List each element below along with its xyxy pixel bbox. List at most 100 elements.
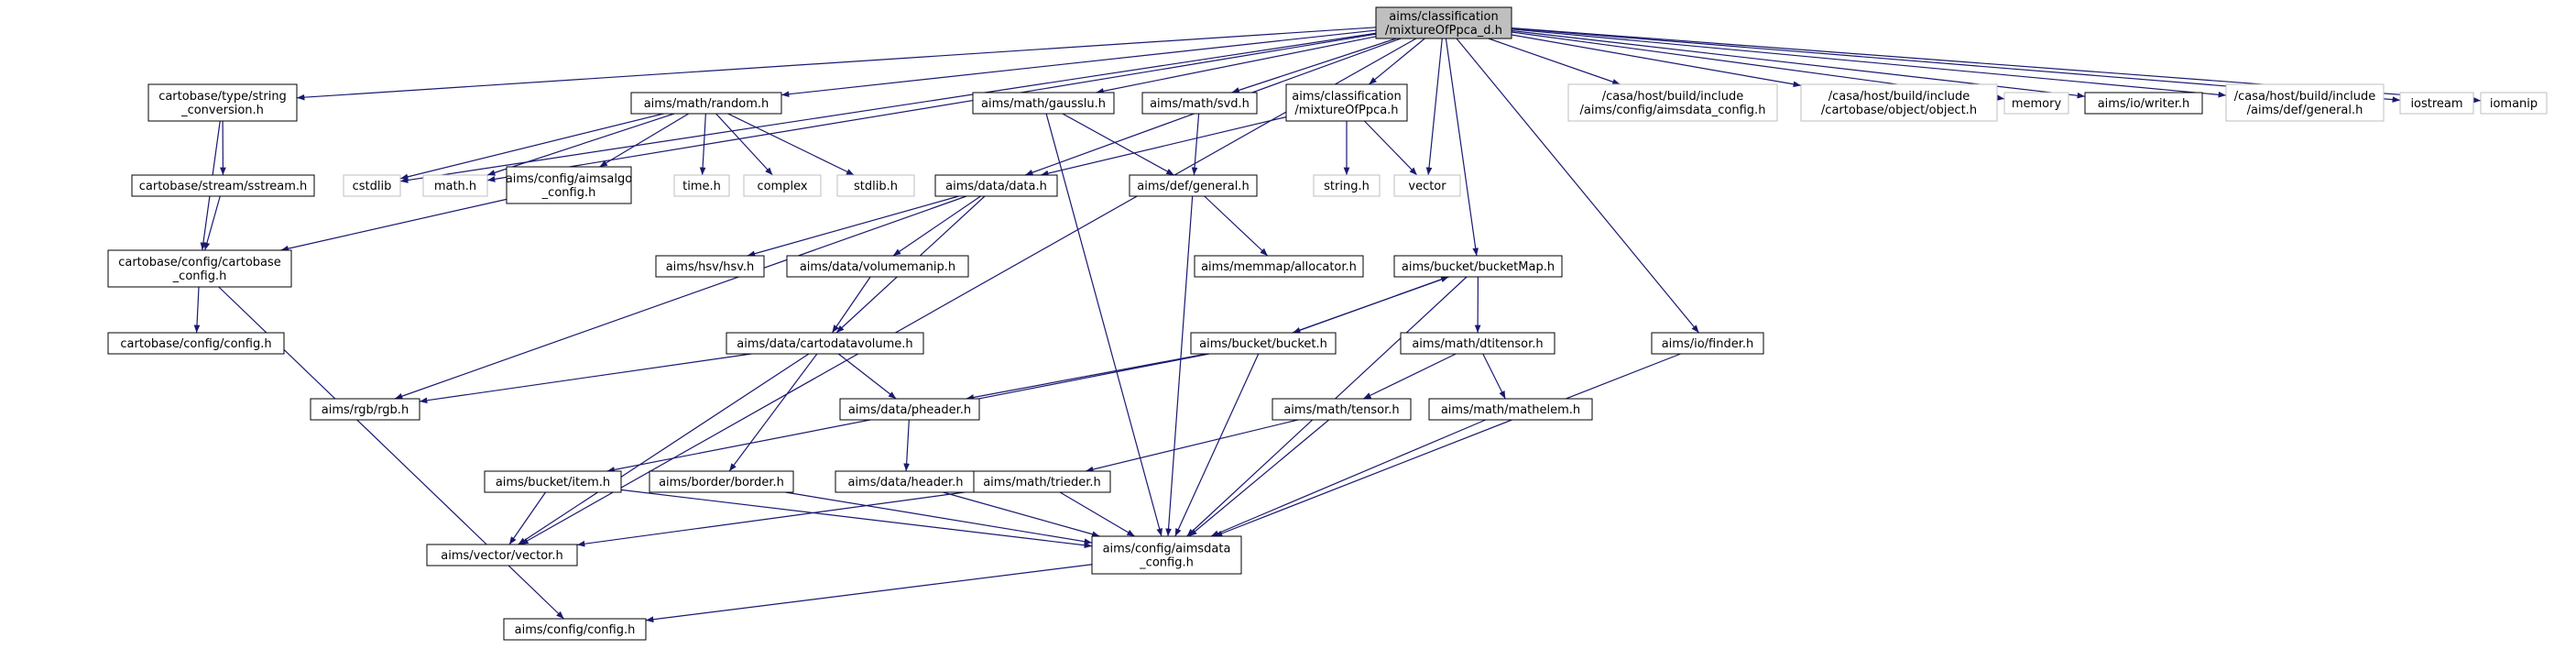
node-box	[2225, 83, 2385, 122]
node-label: aims/hsv/hsv.h	[666, 260, 755, 274]
node-mixture[interactable]: aims/classification/mixtureOfPpca.h	[1285, 83, 1408, 122]
node-label: aims/bucket/bucket.h	[1199, 337, 1327, 351]
node-rgb[interactable]: aims/rgb/rgb.h	[310, 398, 420, 421]
edge-root-to-vector	[1425, 38, 1443, 176]
edge-root-to-aimsdataconfig_ext	[1488, 38, 1621, 85]
edge-root-to-random	[780, 29, 1377, 98]
node-label: cstdlib	[353, 180, 392, 193]
edge-bucket-to-bucketmap	[1292, 276, 1449, 334]
node-trieder[interactable]: aims/math/trieder.h	[973, 470, 1111, 493]
node-label: iomanip	[2490, 97, 2538, 111]
node-allocator[interactable]: aims/memmap/allocator.h	[1194, 255, 1364, 278]
node-cbconfig2[interactable]: cartobase/config/config.h	[107, 332, 285, 355]
edge-random-to-cstdlib	[399, 113, 664, 181]
node-item[interactable]: aims/bucket/item.h	[484, 470, 622, 493]
node-aimsdataconfig[interactable]: aims/config/aimsdata_config.h	[1091, 535, 1242, 575]
node-sstream[interactable]: cartobase/stream/sstream.h	[131, 174, 315, 197]
node-data[interactable]: aims/data/data.h	[934, 174, 1058, 197]
edge-cartodatavolume-to-vectorh	[518, 353, 810, 545]
node-box	[1091, 535, 1242, 575]
node-label: aims/data/header.h	[847, 476, 963, 490]
edge-header-to-aimsdataconfig	[943, 491, 1100, 537]
edge-bucket-to-pheader	[966, 353, 1207, 401]
edge-dtitensor-to-tensor	[1362, 353, 1457, 400]
node-header[interactable]: aims/data/header.h	[835, 470, 977, 493]
node-box	[1129, 174, 1258, 197]
edge-item-to-aimsdataconfig	[620, 489, 1093, 549]
node-aimsdataconfig_ext: /casa/host/build/include/aims/config/aim…	[1567, 83, 1778, 122]
edge-trieder-to-vectorh	[576, 490, 975, 547]
node-box	[1393, 174, 1461, 197]
node-box	[630, 92, 782, 115]
node-tensor[interactable]: aims/math/tensor.h	[1272, 398, 1412, 421]
node-label: /aims/config/aimsdata_config.h	[1580, 104, 1766, 117]
edge-root-to-svd	[1231, 38, 1397, 94]
node-box	[836, 174, 915, 197]
node-label: aims/classification	[1292, 90, 1401, 104]
node-box	[343, 174, 401, 197]
node-gausslu[interactable]: aims/math/gausslu.h	[972, 92, 1115, 115]
node-box	[655, 255, 765, 278]
node-box	[973, 470, 1111, 493]
edge-random-to-stdlib	[727, 113, 855, 176]
node-svd[interactable]: aims/math/svd.h	[1141, 92, 1258, 115]
node-bucketmap[interactable]: aims/bucket/bucketMap.h	[1393, 255, 1563, 278]
node-label: aims/bucket/item.h	[496, 476, 610, 490]
edge-root-to-mixture	[1368, 38, 1425, 85]
node-cartodatavolume[interactable]: aims/data/cartodatavolume.h	[726, 332, 924, 355]
node-writer[interactable]: aims/io/writer.h	[2084, 92, 2203, 115]
node-box	[484, 470, 622, 493]
node-label: aims/border/border.h	[659, 476, 784, 490]
node-label: cartobase/config/cartobase	[118, 256, 281, 270]
edge-svd-to-defgeneral	[1191, 113, 1200, 176]
node-hsv[interactable]: aims/hsv/hsv.h	[655, 255, 765, 278]
node-mathelem[interactable]: aims/math/mathelem.h	[1428, 398, 1593, 421]
node-config[interactable]: aims/config/config.h	[503, 618, 647, 641]
edge-random-to-algoconfig	[599, 113, 690, 168]
node-cbconfig[interactable]: cartobase/config/cartobase_config.h	[107, 249, 292, 288]
node-label: aims/math/random.h	[644, 97, 770, 111]
node-algoconfig[interactable]: aims/config/aimsalgo_config.h	[506, 166, 632, 204]
node-finder[interactable]: aims/io/finder.h	[1651, 332, 1764, 355]
node-box	[786, 255, 969, 278]
node-box	[934, 174, 1058, 197]
node-object_ext: /casa/host/build/include/cartobase/objec…	[1800, 83, 1998, 122]
node-root[interactable]: aims/classification/mixtureOfPpca_d.h	[1375, 6, 1512, 39]
node-vectorh[interactable]: aims/vector/vector.h	[426, 544, 578, 566]
node-stdlib: stdlib.h	[836, 174, 915, 197]
node-dtitensor[interactable]: aims/math/dtitensor.h	[1400, 332, 1555, 355]
node-label: /casa/host/build/include	[2234, 90, 2376, 104]
edge-defgeneral-to-aimsdataconfig	[1165, 195, 1194, 537]
node-box	[1651, 332, 1764, 355]
node-stringconv[interactable]: cartobase/type/string_conversion.h	[147, 83, 298, 122]
node-box	[506, 166, 632, 204]
node-label: aims/math/tensor.h	[1283, 403, 1399, 417]
node-vector: vector	[1393, 174, 1461, 197]
node-label: aims/config/aimsalgo	[506, 172, 632, 186]
node-label: cartobase/config/config.h	[120, 337, 271, 351]
node-label: /casa/host/build/include	[1828, 90, 1970, 104]
node-label: aims/math/svd.h	[1150, 97, 1250, 111]
node-box	[422, 174, 488, 197]
node-box	[131, 174, 315, 197]
node-defgeneral[interactable]: aims/def/general.h	[1129, 174, 1258, 197]
node-box	[743, 174, 822, 197]
node-random[interactable]: aims/math/random.h	[630, 92, 782, 115]
node-label: /mixtureOfPpca.h	[1294, 104, 1398, 117]
edge-mixture-to-data	[1040, 116, 1287, 177]
node-label: aims/rgb/rgb.h	[322, 403, 409, 417]
node-bucket[interactable]: aims/bucket/bucket.h	[1190, 332, 1337, 355]
node-general_ext: /casa/host/build/include/aims/def/genera…	[2225, 83, 2385, 122]
node-label: aims/vector/vector.h	[441, 549, 562, 563]
node-box	[2003, 92, 2069, 115]
node-volumemanip[interactable]: aims/data/volumemanip.h	[786, 255, 969, 278]
node-box	[1567, 83, 1778, 122]
node-box	[673, 174, 730, 197]
edge-data-to-rgb	[394, 195, 967, 400]
node-memory: memory	[2003, 92, 2069, 115]
node-pheader[interactable]: aims/data/pheader.h	[839, 398, 980, 421]
node-label: aims/config/aimsdata	[1103, 543, 1231, 556]
node-label: aims/math/dtitensor.h	[1412, 337, 1543, 351]
node-border[interactable]: aims/border/border.h	[649, 470, 794, 493]
